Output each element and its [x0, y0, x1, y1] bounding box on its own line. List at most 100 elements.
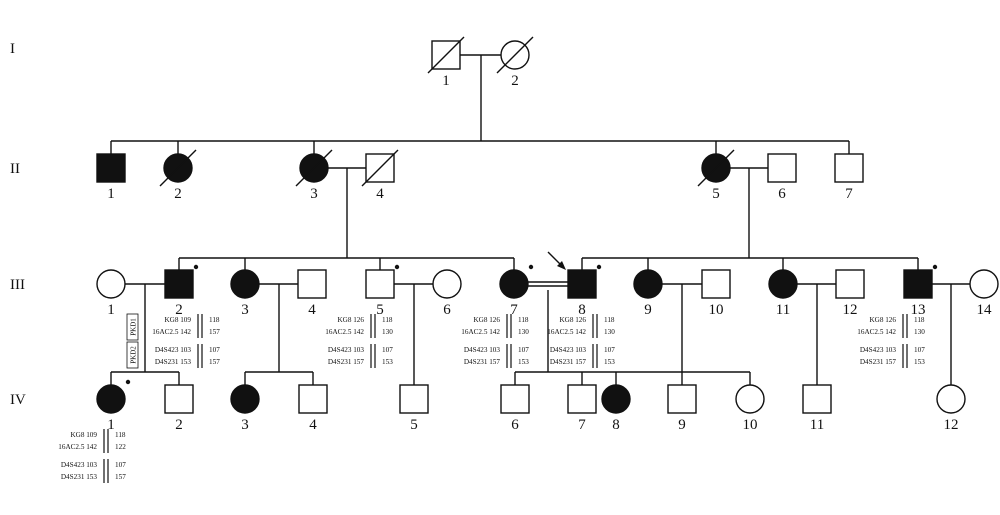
individual-number: 4 — [308, 302, 316, 318]
marker-label: KG8 126 — [473, 316, 500, 324]
male-symbol — [500, 384, 530, 414]
marker-label: D4S423 103 — [860, 346, 897, 354]
allele-value: 118 — [209, 316, 220, 324]
individual-number: 5 — [712, 186, 720, 202]
deceased-slash — [496, 36, 534, 74]
male-symbol — [835, 269, 865, 299]
marker-label: KG8 126 — [559, 316, 586, 324]
individual-III-14: 14 — [969, 269, 999, 318]
individual-III-12: 12 — [835, 269, 865, 318]
male-symbol — [834, 153, 864, 183]
female-symbol — [735, 384, 765, 414]
allele-value: 107 — [382, 346, 393, 354]
allele-value: 153 — [518, 358, 529, 366]
allele-value: 118 — [604, 316, 615, 324]
individual-II-7: 7 — [834, 153, 864, 202]
deceased-slash — [159, 149, 197, 187]
marker-label: KG8 126 — [869, 316, 896, 324]
individual-number: 4 — [309, 417, 317, 433]
individual-number: 6 — [778, 186, 786, 202]
male-symbol — [96, 153, 126, 183]
marker-label: D4S423 103 — [61, 461, 98, 469]
allele-value: 130 — [382, 328, 393, 336]
allele-value: 118 — [914, 316, 925, 324]
female-symbol — [230, 269, 260, 299]
gene-label-text: PKD2 — [130, 346, 138, 364]
allele-value: 130 — [604, 328, 615, 336]
gene-label-PKD1: PKD1 — [126, 313, 139, 341]
female-symbol — [969, 269, 999, 299]
marker-label: 16AC2.5 142 — [58, 443, 97, 451]
male-symbol — [164, 269, 194, 299]
male-symbol — [567, 384, 597, 414]
marker-label: 16AC2.5 142 — [325, 328, 364, 336]
allele-value: 130 — [518, 328, 529, 336]
individual-number: 10 — [709, 302, 724, 318]
individual-I-2: 2 — [496, 36, 534, 89]
marker-label: D4S423 103 — [550, 346, 587, 354]
marker-label: D4S231 157 — [860, 358, 897, 366]
allele-value: 130 — [914, 328, 925, 336]
female-symbol — [499, 269, 529, 299]
individual-II-6: 6 — [767, 153, 797, 202]
marker-label: 16AC2.5 142 — [857, 328, 896, 336]
allele-value: 118 — [518, 316, 529, 324]
deceased-slash — [427, 36, 465, 74]
individual-III-10: 10 — [701, 269, 731, 318]
female-symbol — [936, 384, 966, 414]
individual-number: 2 — [511, 73, 519, 89]
individual-number: 12 — [944, 417, 959, 433]
individual-IV-3: 3 — [230, 384, 260, 433]
marker-label: KG8 109 — [70, 431, 97, 439]
generation-label: IV — [10, 392, 26, 408]
generation-label: III — [10, 277, 25, 293]
individual-III-5: 5 — [365, 264, 400, 318]
marker-label: D4S423 103 — [155, 346, 192, 354]
individual-III-7: 7 — [499, 264, 534, 318]
genotyped-dot — [193, 264, 199, 270]
allele-value: 107 — [209, 346, 220, 354]
individual-number: 9 — [644, 302, 652, 318]
individual-III-3: 3 — [230, 269, 260, 318]
allele-value: 157 — [209, 328, 220, 336]
male-symbol — [903, 269, 933, 299]
individual-number: 3 — [310, 186, 318, 202]
individual-number: 3 — [241, 302, 249, 318]
deceased-slash — [697, 149, 735, 187]
individual-number: 13 — [911, 302, 926, 318]
genotyped-dot — [596, 264, 602, 270]
allele-value: 107 — [115, 461, 126, 469]
female-symbol — [432, 269, 462, 299]
individual-II-2: 2 — [159, 149, 197, 202]
male-symbol — [701, 269, 731, 299]
male-symbol — [667, 384, 697, 414]
individual-III-2: 2 — [164, 264, 199, 318]
allele-value: 157 — [115, 473, 126, 481]
female-symbol — [96, 269, 126, 299]
individual-number: 14 — [977, 302, 993, 318]
individual-II-4: 4 — [361, 149, 399, 202]
individual-number: 11 — [810, 417, 824, 433]
individual-number: 5 — [376, 302, 384, 318]
allele-value: 107 — [604, 346, 615, 354]
individual-IV-7: 7 — [567, 384, 597, 433]
generation-label: I — [10, 41, 15, 57]
marker-label: KG8 109 — [164, 316, 191, 324]
individual-IV-11: 11 — [802, 384, 832, 433]
individual-number: 2 — [174, 186, 182, 202]
allele-value: 118 — [382, 316, 393, 324]
individual-number: 7 — [510, 302, 518, 318]
male-symbol — [298, 384, 328, 414]
genotyped-dot — [394, 264, 400, 270]
marker-label: 16AC2.5 142 — [547, 328, 586, 336]
individual-IV-4: 4 — [298, 384, 328, 433]
individual-I-1: 1 — [427, 36, 465, 89]
male-symbol — [399, 384, 429, 414]
individual-III-11: 11 — [768, 269, 798, 318]
individual-number: 2 — [175, 417, 183, 433]
individual-III-8: 8 — [567, 264, 602, 318]
